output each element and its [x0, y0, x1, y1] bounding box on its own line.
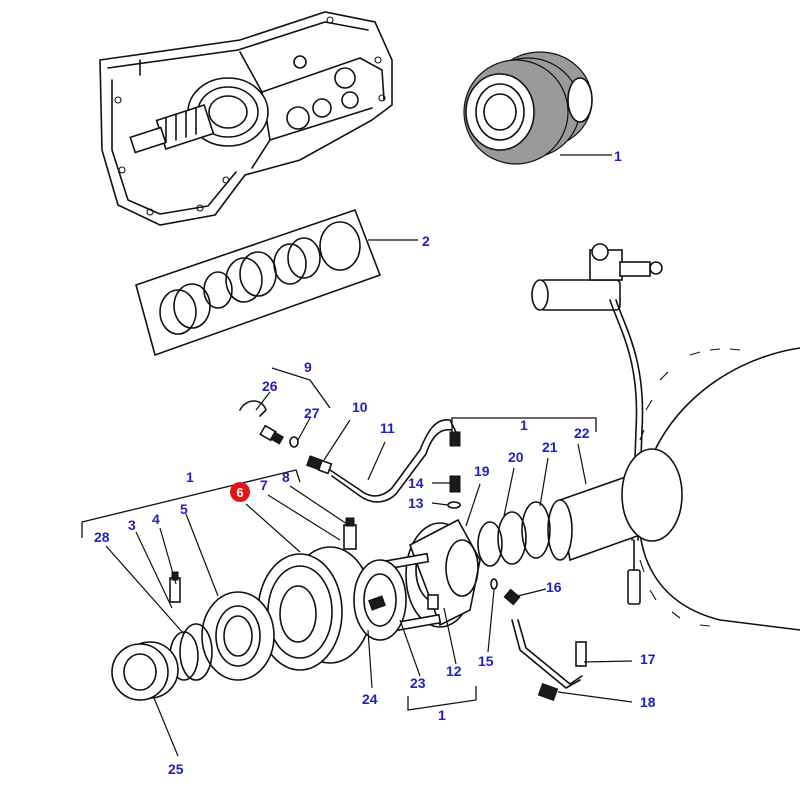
part-label-24: 24: [362, 691, 378, 707]
part-label-13: 13: [408, 495, 424, 511]
bearing-carrier: [376, 518, 481, 635]
part-label-1-shaft-assembly: 1: [520, 417, 528, 433]
part-label-1-bearing-assembly: 1: [186, 469, 194, 485]
part-label-27: 27: [304, 405, 320, 421]
release-shaft: [477, 448, 683, 567]
part-label-26: 26: [262, 378, 278, 394]
part-label-12: 12: [446, 663, 462, 679]
part-label-19: 19: [474, 463, 490, 479]
seal-collar: [111, 641, 179, 701]
highlight-marker: [230, 482, 250, 502]
part-label-7: 7: [260, 477, 268, 493]
part-label-18: 18: [640, 694, 656, 710]
part-label-21: 21: [542, 439, 558, 455]
part-label-15: 15: [478, 653, 494, 669]
part-label-22: 22: [574, 425, 590, 441]
part-label-11: 11: [380, 420, 395, 436]
part-label-14: 14: [408, 475, 424, 491]
part-label-3: 3: [128, 517, 136, 533]
part-label-2: 2: [422, 233, 430, 249]
part-label-23: 23: [410, 675, 426, 691]
fittings: [169, 400, 587, 702]
part-label-8: 8: [282, 469, 290, 485]
part-label-4: 4: [152, 511, 160, 527]
part-label-28: 28: [94, 529, 110, 545]
clutch-pack-assembly: [463, 51, 593, 165]
seal-carrier: [201, 591, 275, 681]
part-label-17: 17: [640, 651, 656, 667]
part-label-1-carrier-assembly: 1: [438, 707, 446, 723]
seal-ring-kit: [135, 208, 382, 357]
transmission-housing: [99, 11, 393, 226]
part-label-25: 25: [168, 761, 184, 777]
part-label-10: 10: [352, 399, 368, 415]
part-label-6: 6: [236, 485, 243, 500]
part-label-5: 5: [180, 501, 188, 517]
part-label-1-clutch-pack: 1: [614, 148, 622, 164]
part-label-20: 20: [508, 449, 524, 465]
part-label-9: 9: [304, 359, 312, 375]
part-label-16: 16: [546, 579, 562, 595]
leader-lines: [81, 154, 633, 757]
bearing-housing: [257, 546, 407, 671]
clutch-slave-cylinder: [531, 243, 663, 605]
